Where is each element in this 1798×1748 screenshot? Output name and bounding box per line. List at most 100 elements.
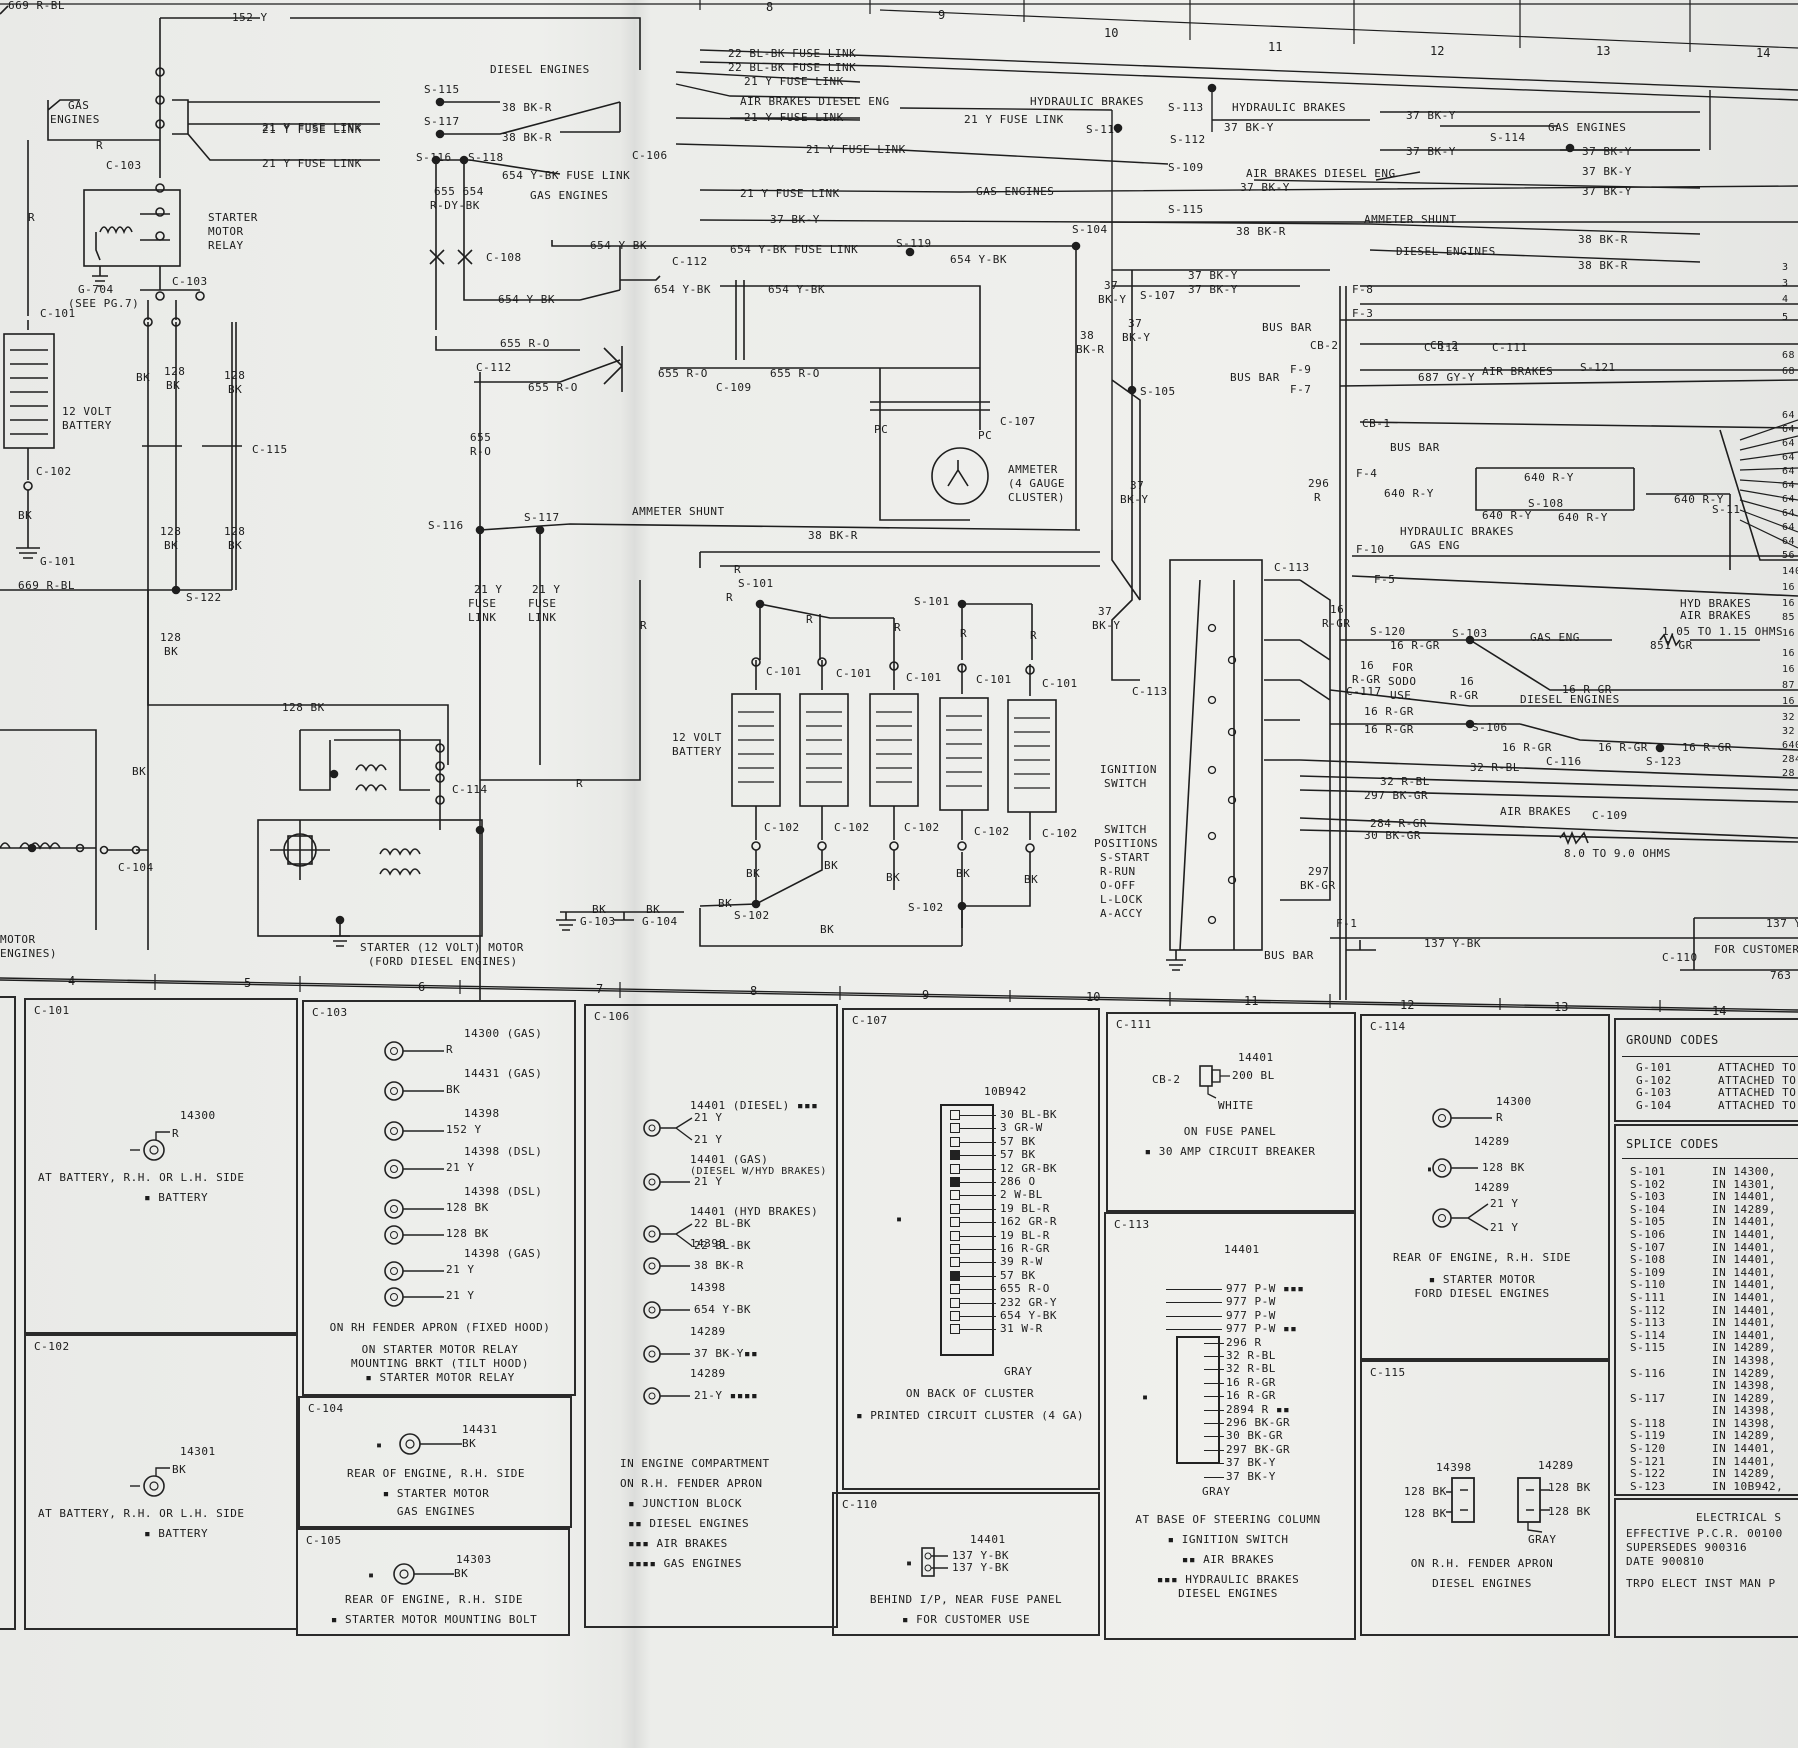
schematic-label: BK xyxy=(1024,873,1039,886)
schematic-label: AMMETER SHUNT xyxy=(1364,213,1457,226)
schematic-label: F-10 xyxy=(1356,543,1385,556)
schematic-label: 296 xyxy=(1308,477,1330,490)
schematic-label: 21 Y xyxy=(474,583,503,596)
white-label: WHITE xyxy=(1218,1099,1254,1112)
schematic-label: G-103 xyxy=(580,915,616,928)
schematic-label: F-8 xyxy=(1352,283,1374,296)
schematic-label: CB-1 xyxy=(1362,417,1391,430)
schematic-label: 38 BK-R xyxy=(808,529,858,542)
schematic-label: R xyxy=(576,777,584,790)
edge-wire-code: 5 xyxy=(1782,312,1789,323)
schematic-label: GAS ENGINES xyxy=(976,185,1055,198)
pin-wire xyxy=(960,1195,996,1197)
code: S-120 xyxy=(1630,1442,1666,1456)
part-number: 14289 xyxy=(1474,1135,1510,1148)
note-text: ▪ BATTERY xyxy=(144,1527,209,1540)
schematic-label: STARTER (12 VOLT) MOTOR xyxy=(360,941,524,954)
code-description: IN 14398, xyxy=(1712,1353,1777,1367)
pin-wire xyxy=(1204,1396,1224,1398)
edge-wire-code: 64 xyxy=(1782,452,1796,463)
schematic-label: 21 Y FUSE LINK xyxy=(262,157,362,170)
pin-cavity xyxy=(950,1110,960,1120)
location-text: REAR OF ENGINE, R.H. SIDE xyxy=(1392,1251,1572,1264)
code-description: IN 14398, xyxy=(1712,1379,1777,1393)
part-number: 14401 xyxy=(970,1533,1006,1546)
code-description: IN 14300, xyxy=(1712,1165,1777,1178)
schematic-label: S-119 xyxy=(896,237,932,250)
panel-title: C-115 xyxy=(1370,1366,1406,1379)
schematic-label: 30 BK-GR xyxy=(1364,829,1421,842)
schematic-label: F-7 xyxy=(1290,383,1312,396)
panel-title: C-104 xyxy=(308,1402,344,1415)
schematic-label: 128 xyxy=(160,631,182,644)
pin-wire xyxy=(1204,1476,1224,1478)
code-description: IN 14289, xyxy=(1712,1467,1777,1481)
schematic-label: BK xyxy=(592,903,607,916)
schematic-label: C-104 xyxy=(118,861,154,874)
pin-wire xyxy=(960,1302,996,1304)
panel-title: C-105 xyxy=(306,1534,342,1547)
schematic-label: 763 xyxy=(1770,969,1792,982)
pin-label: 21 Y xyxy=(1490,1221,1519,1234)
connector-marker: ▪ xyxy=(896,1214,903,1225)
pin-cavity xyxy=(950,1297,960,1308)
pin-label: 2894 R ▪▪ xyxy=(1226,1402,1291,1416)
location-text: ON STARTER MOTOR RELAY xyxy=(361,1343,519,1356)
edge-wire-code: 28 xyxy=(1782,768,1796,779)
pin-wire xyxy=(960,1316,996,1317)
schematic-label: C-117 xyxy=(1346,685,1382,698)
schematic-label: C-106 xyxy=(632,149,668,162)
schematic-label: BK-Y xyxy=(1122,331,1151,344)
note-text: ▪ 30 AMP CIRCUIT BREAKER xyxy=(1144,1145,1316,1158)
schematic-label: 37 BK-Y xyxy=(1406,145,1456,158)
schematic-label: C-107 xyxy=(1000,415,1036,428)
pin-label: 977 P-W ▪▪ xyxy=(1226,1322,1298,1336)
schematic-label: F-9 xyxy=(1290,363,1312,376)
schematic-label: 38 BK-R xyxy=(502,131,552,144)
edge-wire-code: 3 xyxy=(1782,262,1789,273)
schematic-label: 21 Y FUSE LINK xyxy=(806,143,906,156)
pin-label: 19 BL-R xyxy=(1000,1201,1050,1215)
schematic-label: DIESEL ENGINES xyxy=(1520,693,1620,706)
schematic-label: 669 R-BL xyxy=(8,0,65,12)
edge-wire-code: 16 xyxy=(1782,696,1796,707)
schematic-label: F-5 xyxy=(1374,573,1396,586)
wire-label: R xyxy=(446,1043,454,1056)
part-number: 14289 xyxy=(1538,1459,1574,1472)
schematic-label: C-101 xyxy=(40,307,76,320)
code: S-108 xyxy=(1630,1253,1666,1267)
code: S-109 xyxy=(1630,1265,1666,1279)
schematic-label: AMMETER xyxy=(1008,463,1058,476)
location-text: ON R.H. FENDER APRON xyxy=(620,1477,763,1490)
pin-label: BK xyxy=(454,1567,469,1580)
code: S-110 xyxy=(1630,1278,1666,1292)
pin-label: 128 BK xyxy=(1482,1161,1525,1174)
schematic-label: 128 xyxy=(164,365,186,378)
panel-c102: C-102 14301 BK AT BATTERY, R.H. OR L.H. … xyxy=(24,1334,298,1630)
schematic-label: S-116 xyxy=(416,151,452,164)
schematic-label: BK xyxy=(164,645,179,658)
schematic-label: MOTOR xyxy=(0,933,36,946)
pin-label: 977 P-W xyxy=(1226,1295,1276,1309)
schematic-label: C-113 xyxy=(1274,561,1310,574)
schematic-label: O-OFF xyxy=(1100,879,1136,892)
schematic-label: 640 R-Y xyxy=(1558,511,1608,524)
pin-cavity xyxy=(950,1230,960,1241)
part-number: 14300 xyxy=(1496,1095,1532,1108)
grid-number: 6 xyxy=(418,980,426,994)
schematic-label: 12 VOLT xyxy=(672,731,722,744)
schematic-label: CLUSTER) xyxy=(1008,491,1065,504)
code-description: IN 14401, xyxy=(1712,1190,1777,1204)
pin-wire xyxy=(960,1155,996,1157)
schematic-label: AIR BRAKES xyxy=(1680,609,1752,622)
schematic-label: 37 xyxy=(1098,605,1113,618)
edge-wire-code: 64 xyxy=(1782,494,1796,505)
grid-number: 8 xyxy=(766,0,774,14)
